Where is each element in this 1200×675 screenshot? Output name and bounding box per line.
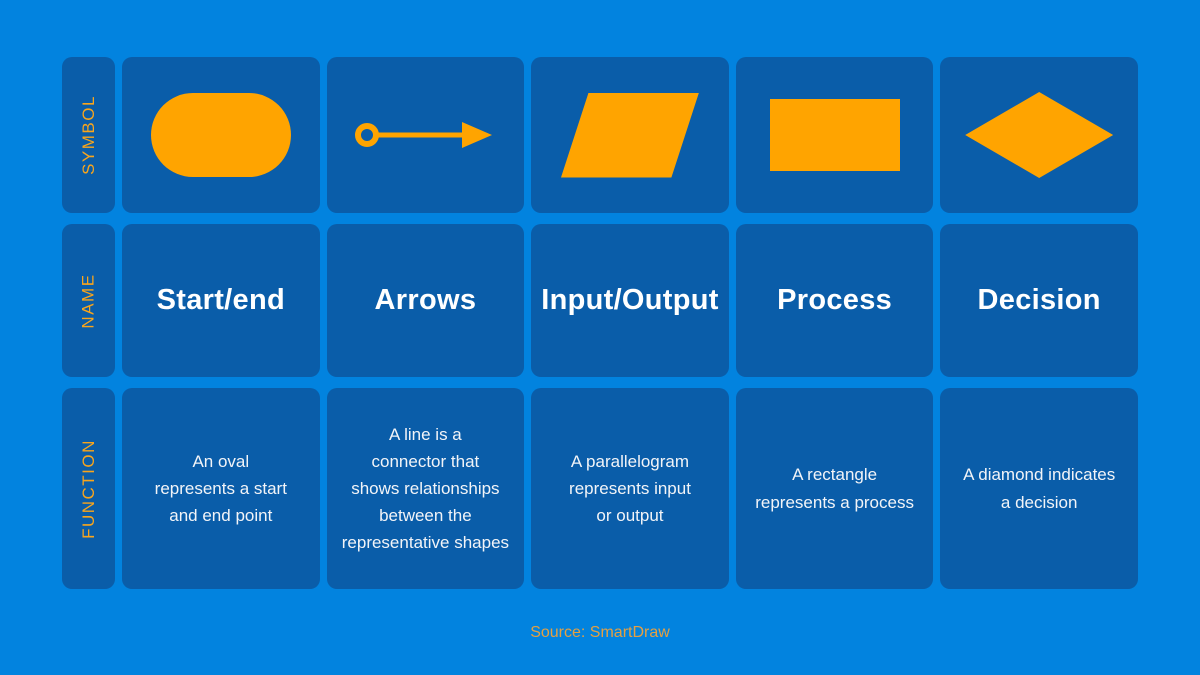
function-cell-start-end: An oval represents a start and end point <box>122 388 320 589</box>
name-cell-decision: Decision <box>940 224 1138 377</box>
function-cell-process: A rectangle represents a process <box>735 388 934 589</box>
row-header-function-label: FUNCTION <box>78 438 98 539</box>
source-attribution: Source: SmartDraw <box>530 624 670 641</box>
row-header-symbol-label: SYMBOL <box>78 95 98 175</box>
name-cell-arrows: Arrows <box>326 224 525 377</box>
row-header-name-label: NAME <box>78 272 98 329</box>
oval-icon <box>150 93 291 177</box>
arrow-icon <box>355 122 493 148</box>
symbol-cell-arrows <box>326 57 525 213</box>
row-header-name: NAME <box>62 224 115 377</box>
function-cell-arrows: A line is a connector that shows relatio… <box>326 388 525 589</box>
name-cell-start-end: Start/end <box>122 224 320 377</box>
diamond-icon <box>965 92 1114 178</box>
function-cell-input-output: A parallelogram represents input or outp… <box>531 388 729 589</box>
function-cell-decision: A diamond indicates a decision <box>940 388 1138 589</box>
row-header-function: FUNCTION <box>62 388 115 589</box>
symbol-cell-start-end <box>122 57 320 213</box>
symbol-cell-decision <box>940 57 1138 213</box>
parallelogram-icon <box>560 92 699 178</box>
name-cell-process: Process <box>735 224 934 377</box>
row-header-symbol: SYMBOL <box>62 57 115 213</box>
name-cell-input-output: Input/Output <box>531 224 729 377</box>
symbol-cell-process <box>735 57 934 213</box>
symbol-cell-input-output <box>531 57 729 213</box>
rectangle-icon <box>769 99 900 171</box>
flowchart-symbols-table: SYMBOL NAME Start/end Arrows Input/Outpu… <box>62 57 1138 589</box>
